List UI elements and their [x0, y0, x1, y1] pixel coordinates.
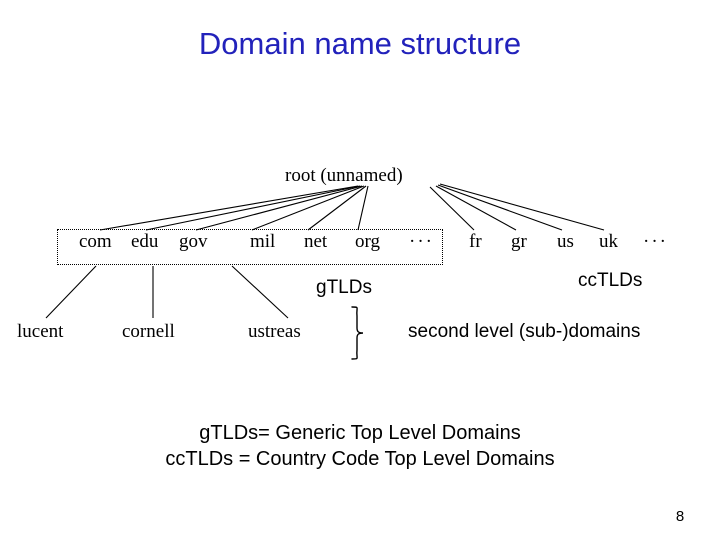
legend-block: gTLDs= Generic Top Level Domains ccTLDs …	[0, 420, 720, 472]
tree-node-ustreas[interactable]: ustreas	[248, 321, 301, 342]
tree-node-root[interactable]: root (unnamed)	[285, 165, 403, 186]
tree-node-edu[interactable]: edu	[131, 231, 159, 252]
second-level-domains-label: second level (sub-)domains	[408, 321, 641, 342]
edge-root-mil	[251, 185, 365, 231]
tree-node-gov[interactable]: gov	[179, 231, 208, 252]
legend-line-gtlds: gTLDs= Generic Top Level Domains	[199, 422, 521, 444]
edge-root-com	[99, 185, 359, 231]
edge-root-org	[357, 185, 369, 231]
edge-root-edu	[145, 185, 361, 231]
edge-gov-ustreas	[231, 265, 289, 319]
cctld-ellipsis: ···	[643, 231, 668, 252]
curly-brace-icon	[351, 306, 364, 360]
edge-root-net	[307, 185, 367, 231]
tree-node-uk[interactable]: uk	[599, 231, 618, 252]
tree-node-mil[interactable]: mil	[250, 231, 276, 252]
gtld-group-box	[57, 229, 443, 265]
edge-root-gr	[435, 185, 517, 231]
tree-node-net[interactable]: net	[304, 231, 328, 252]
tree-node-fr[interactable]: fr	[469, 231, 482, 252]
edge-root-fr	[429, 186, 475, 231]
tree-node-gr[interactable]: gr	[511, 231, 527, 252]
legend-line-cctlds: ccTLDs = Country Code Top Level Domains	[165, 448, 555, 470]
tree-node-com[interactable]: com	[79, 231, 112, 252]
tree-node-lucent[interactable]: lucent	[17, 321, 64, 342]
edge-root-us	[437, 184, 563, 231]
gtld-ellipsis: ···	[409, 231, 434, 252]
tree-node-us[interactable]: us	[557, 231, 574, 252]
edge-root-uk	[439, 183, 605, 231]
gtld-group-label: gTLDs	[316, 277, 372, 298]
tree-node-cornell[interactable]: cornell	[122, 321, 175, 342]
tree-node-org[interactable]: org	[355, 231, 380, 252]
page-number: 8	[675, 508, 685, 525]
cctld-group-label: ccTLDs	[578, 270, 643, 291]
page-title: Domain name structure	[198, 26, 522, 61]
edge-com-lucent	[45, 265, 97, 319]
edge-root-gov	[195, 185, 363, 231]
